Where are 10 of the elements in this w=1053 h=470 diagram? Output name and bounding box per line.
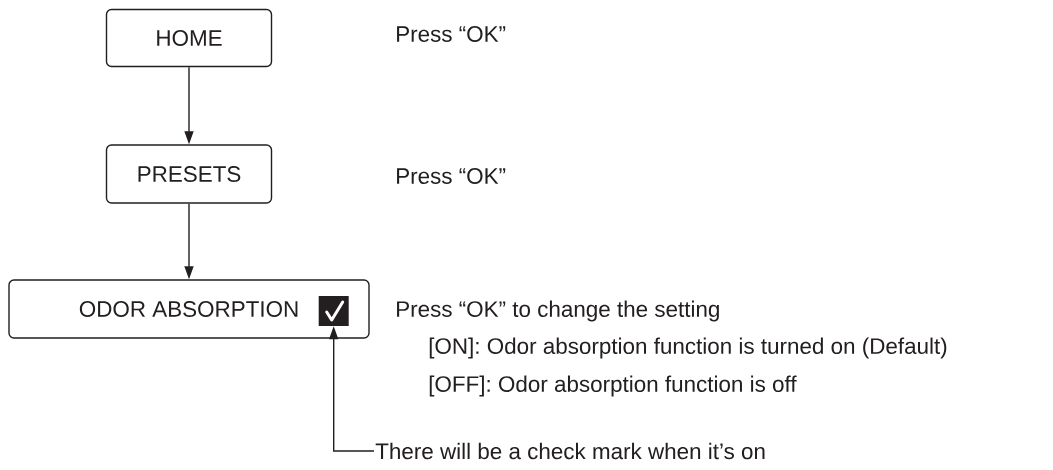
- instruction-text: Press “OK”: [397, 26, 506, 42]
- instruction-text: [OFF]: Odor absorption function is off: [429, 375, 797, 397]
- instruction-text: Press “OK” to change the setting: [397, 300, 719, 322]
- menu-box: PRESETS: [105, 144, 273, 204]
- menu-box: ODOR ABSORPTION: [8, 279, 370, 339]
- instruction-text: [ON]: Odor absorption function is turned on (Default): [429, 337, 947, 359]
- menu-box: HOME: [105, 8, 273, 68]
- annotation-text: There will be a check mark when it’s on: [375, 442, 765, 460]
- instruction-text: Press “OK”: [397, 168, 506, 184]
- checkbox-icon: [318, 296, 349, 326]
